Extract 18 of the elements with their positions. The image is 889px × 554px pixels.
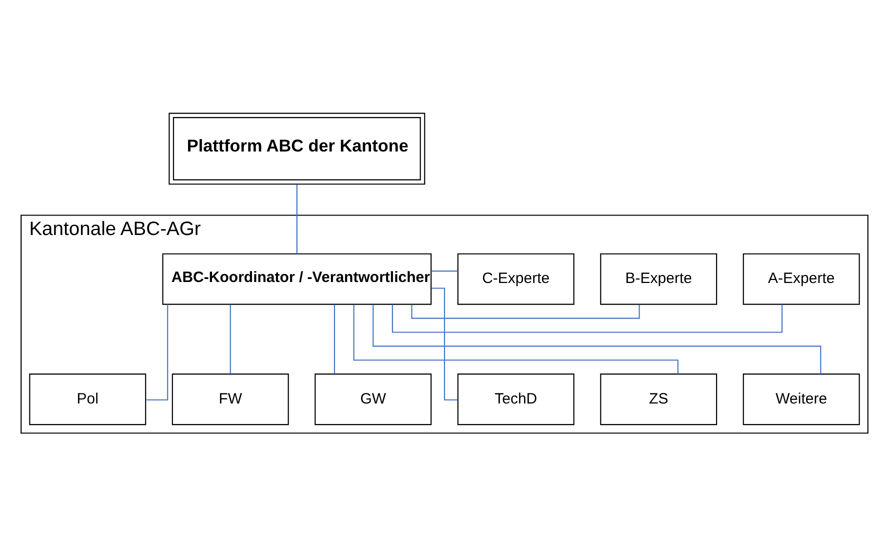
connector xyxy=(392,304,783,332)
node-box: B-Experte xyxy=(600,252,718,304)
node-box: FW xyxy=(172,373,289,425)
node-box: ZS xyxy=(600,373,718,425)
node-box: Pol xyxy=(29,373,146,425)
connector xyxy=(296,184,298,254)
connector xyxy=(334,304,336,374)
connector xyxy=(431,270,458,272)
node-box: C-Experte xyxy=(457,252,574,304)
node-box: Weitere xyxy=(742,373,860,425)
connector xyxy=(230,304,231,374)
node-box: ABC-Koordinator / -Verantwortlicher xyxy=(162,252,432,304)
node-box: TechD xyxy=(457,373,574,425)
connector xyxy=(146,304,168,400)
node-box: A-Experte xyxy=(742,252,860,304)
node-box: GW xyxy=(314,373,432,425)
connector xyxy=(372,304,822,374)
node-box: Plattform ABC der Kantone xyxy=(168,112,426,184)
